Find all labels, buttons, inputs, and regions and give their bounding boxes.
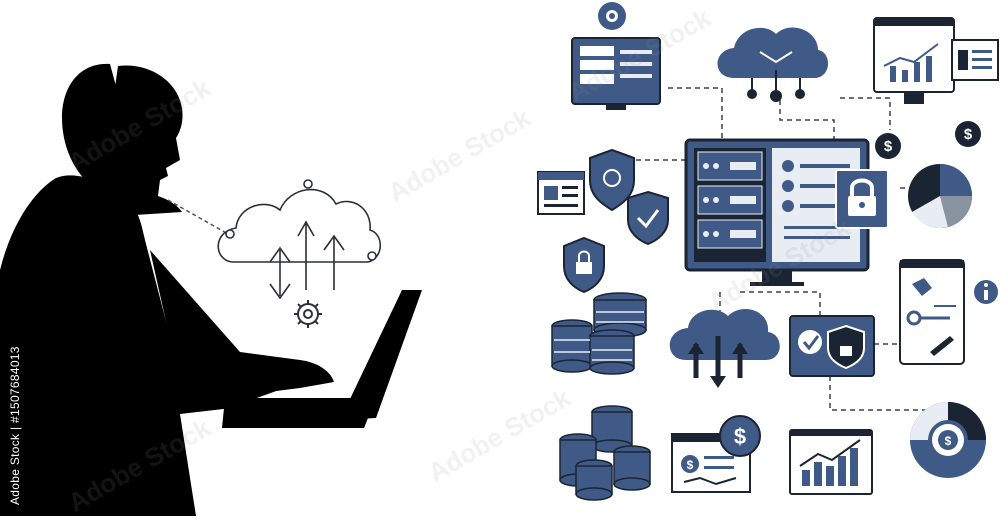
gear-icon: [294, 300, 322, 328]
padlock-icon: [835, 169, 889, 229]
dollar-coin-icon: $: [875, 133, 901, 159]
head-cloud-connector: [167, 199, 229, 235]
laptop: [222, 290, 422, 428]
report-panel-icon: [951, 39, 999, 81]
cloud-sync-icon: [217, 179, 382, 300]
person-silhouette: [0, 63, 318, 516]
cloud-transfer-icon: [669, 309, 780, 388]
central-server-monitor-icon: [684, 138, 870, 286]
shield-icon: [563, 236, 605, 294]
dollar-sign: $: [687, 458, 694, 472]
browser-window-icon: [537, 171, 585, 215]
hand: [232, 360, 334, 396]
dollar-sign: $: [884, 138, 893, 155]
pie-chart-icon: [908, 164, 972, 229]
cloud-network-icon: [717, 27, 829, 102]
shield-icon: [589, 148, 635, 212]
server-monitor-icon: [571, 37, 661, 110]
shield-icon: [627, 190, 669, 246]
dollar-sign: $: [945, 434, 952, 448]
gear-icon: [598, 2, 626, 30]
dollar-sign: $: [734, 424, 746, 449]
invoice-icon: $ $: [671, 415, 761, 493]
stock-id-label: Adobe Stock | #1507684013: [8, 346, 22, 505]
dollar-coin-icon: $: [955, 121, 981, 147]
database-icon: [551, 292, 647, 375]
dollar-sign: $: [964, 126, 973, 143]
bar-chart-monitor-icon: [789, 429, 873, 495]
analytics-monitor-icon: [873, 17, 955, 104]
info-icon: [974, 280, 998, 304]
coin-stack-icon: [559, 405, 651, 501]
secure-monitor-icon: [789, 315, 875, 377]
donut-chart-icon: $: [910, 402, 986, 478]
mobile-map-icon: [899, 259, 965, 365]
